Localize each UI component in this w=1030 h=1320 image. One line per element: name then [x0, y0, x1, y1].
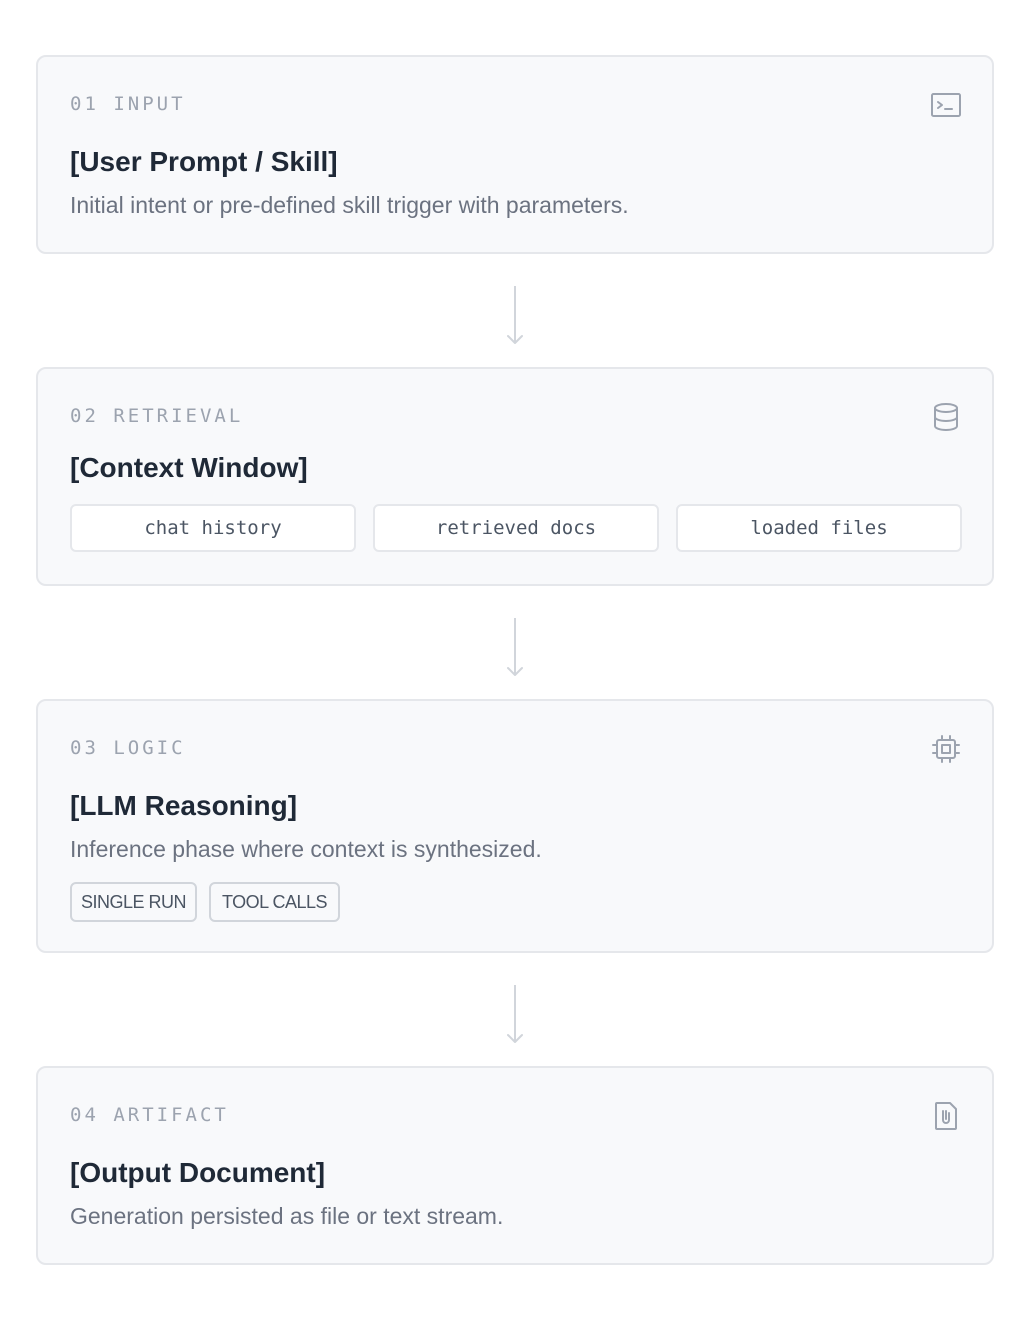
stage-card-artifact: 04 ARTIFACT [Output Document] Generation…	[36, 1066, 994, 1265]
stage-label: 02 RETRIEVAL	[70, 405, 244, 427]
terminal-icon	[930, 89, 962, 121]
stage-title: [LLM Reasoning]	[70, 790, 298, 821]
flow-arrow	[503, 286, 527, 346]
stage-description: Initial intent or pre-defined skill trig…	[70, 192, 629, 218]
stage-label: 03 LOGIC	[70, 737, 186, 759]
stage-card-logic: 03 LOGIC [LLM Reasoning] Inference phase…	[36, 699, 994, 953]
cpu-icon	[930, 733, 962, 765]
context-source-loaded-files: loaded files	[676, 504, 962, 552]
mode-tag-tool-calls: TOOL CALLS	[209, 882, 340, 922]
stage-description: Inference phase where context is synthes…	[70, 836, 542, 862]
stage-label: 04 ARTIFACT	[70, 1104, 229, 1126]
mode-tag-single-run: SINGLE RUN	[70, 882, 197, 922]
database-icon	[930, 401, 962, 433]
stage-title: [Output Document]	[70, 1157, 326, 1188]
stage-label: 01 INPUT	[70, 93, 186, 115]
stage-card-retrieval: 02 RETRIEVAL [Context Window] chat histo…	[36, 367, 994, 586]
stage-description: Generation persisted as file or text str…	[70, 1203, 504, 1229]
flow-arrow	[503, 985, 527, 1045]
document-icon	[930, 1100, 962, 1132]
stage-title: [Context Window]	[70, 452, 308, 483]
stage-title: [User Prompt / Skill]	[70, 146, 338, 177]
flow-arrow	[503, 618, 527, 678]
context-source-retrieved-docs: retrieved docs	[373, 504, 659, 552]
stage-card-input: 01 INPUT [User Prompt / Skill] Initial i…	[36, 55, 994, 254]
context-source-chat-history: chat history	[70, 504, 356, 552]
